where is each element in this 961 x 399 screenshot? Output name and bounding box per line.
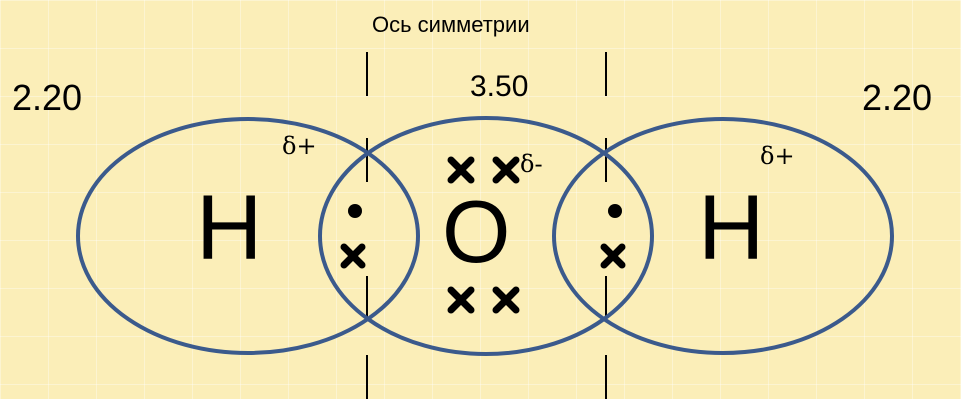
electronegativity-right: 2.20 xyxy=(862,77,933,118)
cross-icon xyxy=(447,156,475,184)
atom-hydrogen-right: H xyxy=(698,177,765,279)
orbital-left xyxy=(76,117,420,355)
dot-icon xyxy=(348,204,362,218)
symmetry-axis-title: Ось симметрии xyxy=(372,12,530,37)
orbital-center xyxy=(318,116,654,356)
cross-icon xyxy=(492,156,520,184)
partial-charge-left: δ+ xyxy=(282,132,317,160)
cross-icon xyxy=(492,286,520,314)
cross-icon xyxy=(447,286,475,314)
electronegativity-center: 3.50 xyxy=(470,70,529,103)
dot-icon xyxy=(608,204,622,218)
cross-icon xyxy=(340,243,366,269)
electronegativity-left: 2.20 xyxy=(12,77,83,118)
orbital-right xyxy=(552,117,894,355)
partial-charge-right: δ+ xyxy=(760,142,795,170)
partial-charge-center: δ- xyxy=(520,150,543,178)
cross-icon xyxy=(600,243,626,269)
atom-oxygen: O xyxy=(442,182,511,281)
atom-hydrogen-left: H xyxy=(196,177,263,279)
